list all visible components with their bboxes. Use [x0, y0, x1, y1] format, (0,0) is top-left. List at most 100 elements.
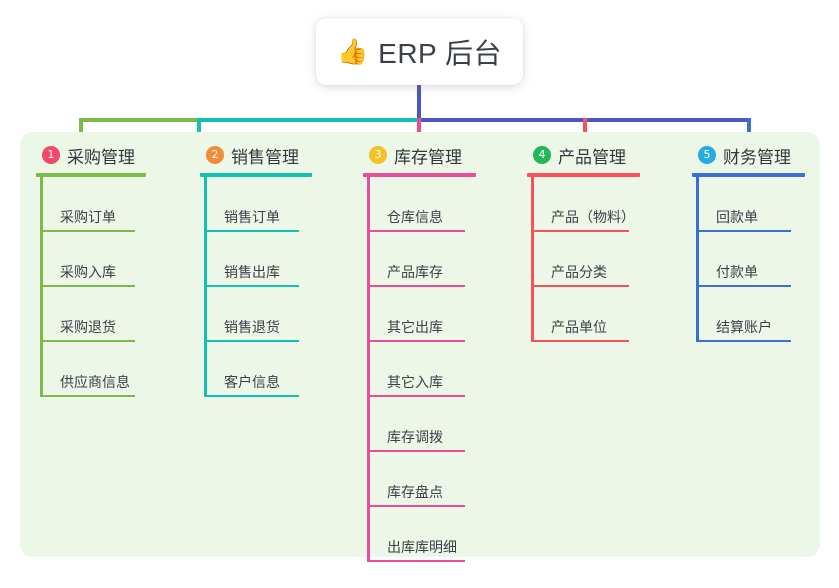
leaf-rule	[531, 285, 629, 287]
list-item[interactable]: 客户信息	[204, 342, 360, 397]
leaf-label: 库存盘点	[387, 484, 443, 500]
thumbs-up-icon: 👍	[337, 37, 369, 66]
branch-badge-4: 4	[533, 146, 551, 164]
branch-spine-1	[40, 177, 43, 397]
branch-column-product: 4 产品管理 产品（物料） 产品分类 产品单位	[527, 142, 692, 342]
branch-header-2[interactable]: 2 销售管理	[200, 142, 360, 168]
leaf-label: 结算账户	[716, 319, 772, 335]
list-item[interactable]: 销售订单	[204, 177, 360, 232]
list-item[interactable]: 采购退货	[40, 287, 196, 342]
leaf-label: 仓库信息	[387, 209, 443, 225]
leaf-label: 产品分类	[551, 264, 607, 280]
branch-leaves-4: 产品（物料） 产品分类 产品单位	[531, 177, 692, 342]
branch-header-1[interactable]: 1 采购管理	[36, 142, 196, 168]
leaf-rule	[40, 230, 135, 232]
list-item[interactable]: 产品库存	[367, 232, 528, 287]
leaf-label: 其它入库	[387, 374, 443, 390]
list-item[interactable]: 采购入库	[40, 232, 196, 287]
leaf-rule	[204, 340, 299, 342]
leaf-label: 采购入库	[60, 264, 116, 280]
leaf-label: 付款单	[716, 264, 758, 280]
branch-spine-5	[696, 177, 699, 342]
leaf-label: 回款单	[716, 209, 758, 225]
leaf-rule	[696, 230, 791, 232]
branch-title-4: 产品管理	[558, 147, 626, 167]
branch-title-5: 财务管理	[723, 147, 791, 167]
list-item[interactable]: 其它入库	[367, 342, 528, 397]
branch-badge-1: 1	[42, 146, 60, 164]
branch-leaves-3: 仓库信息 产品库存 其它出库 其它入库 库存调拨 库存盘点	[367, 177, 528, 562]
branch-badge-5: 5	[698, 146, 716, 164]
list-item[interactable]: 采购订单	[40, 177, 196, 232]
leaf-rule	[40, 285, 135, 287]
root-node[interactable]: 👍 ERP 后台	[316, 18, 523, 85]
list-item[interactable]: 仓库信息	[367, 177, 528, 232]
leaf-label: 客户信息	[224, 374, 280, 390]
branch-leaves-2: 销售订单 销售出库 销售退货 客户信息	[204, 177, 360, 397]
leaf-rule	[204, 285, 299, 287]
leaf-label: 供应商信息	[60, 374, 130, 390]
branch-column-purchasing: 1 采购管理 采购订单 采购入库 采购退货 供应商信息	[36, 142, 196, 397]
leaf-label: 产品单位	[551, 319, 607, 335]
leaf-rule	[696, 340, 791, 342]
list-item[interactable]: 回款单	[696, 177, 839, 232]
root-node-content: 👍 ERP 后台	[337, 32, 502, 72]
leaf-rule	[204, 230, 299, 232]
leaf-label: 销售订单	[224, 209, 280, 225]
leaf-rule	[367, 450, 465, 452]
leaf-label: 出库库明细	[387, 539, 457, 555]
branch-spine-4	[531, 177, 534, 342]
list-item[interactable]: 库存调拨	[367, 397, 528, 452]
branch-leaves-1: 采购订单 采购入库 采购退货 供应商信息	[40, 177, 196, 397]
branch-header-4[interactable]: 4 产品管理	[527, 142, 692, 168]
branch-rule-2	[200, 173, 312, 177]
list-item[interactable]: 销售出库	[204, 232, 360, 287]
list-item[interactable]: 结算账户	[696, 287, 839, 342]
branch-header-3[interactable]: 3 库存管理	[363, 142, 528, 168]
branch-title-2: 销售管理	[231, 147, 299, 167]
leaf-rule	[531, 340, 629, 342]
leaf-label: 销售出库	[224, 264, 280, 280]
list-item[interactable]: 出库库明细	[367, 507, 528, 562]
branch-spine-3	[367, 177, 370, 562]
list-item[interactable]: 销售退货	[204, 287, 360, 342]
leaf-rule	[367, 505, 465, 507]
branch-rule-3	[363, 173, 476, 177]
leaf-rule	[367, 560, 465, 562]
branch-leaves-5: 回款单 付款单 结算账户	[696, 177, 839, 342]
diagram-panel	[20, 132, 820, 557]
leaf-rule	[40, 340, 135, 342]
branch-title-3: 库存管理	[394, 147, 462, 167]
branch-column-inventory: 3 库存管理 仓库信息 产品库存 其它出库 其它入库 库存调拨	[363, 142, 528, 562]
list-item[interactable]: 产品单位	[531, 287, 692, 342]
leaf-label: 采购订单	[60, 209, 116, 225]
root-title: ERP 后台	[378, 37, 502, 69]
list-item[interactable]: 库存盘点	[367, 452, 528, 507]
leaf-label: 销售退货	[224, 319, 280, 335]
list-item[interactable]: 产品（物料）	[531, 177, 692, 232]
list-item[interactable]: 付款单	[696, 232, 839, 287]
root-stem-connector	[417, 85, 421, 118]
leaf-label: 产品（物料）	[551, 209, 635, 225]
leaf-label: 库存调拨	[387, 429, 443, 445]
leaf-rule	[367, 395, 465, 397]
leaf-rule	[367, 285, 465, 287]
branch-rule-4	[527, 173, 640, 177]
leaf-label: 产品库存	[387, 264, 443, 280]
branch-badge-2: 2	[206, 146, 224, 164]
leaf-label: 采购退货	[60, 319, 116, 335]
bus-segment-green	[79, 118, 199, 122]
branch-spine-2	[204, 177, 207, 397]
leaf-rule	[696, 285, 791, 287]
branch-column-finance: 5 财务管理 回款单 付款单 结算账户	[692, 142, 839, 342]
branch-header-5[interactable]: 5 财务管理	[692, 142, 839, 168]
list-item[interactable]: 其它出库	[367, 287, 528, 342]
leaf-label: 其它出库	[387, 319, 443, 335]
leaf-rule	[367, 230, 465, 232]
list-item[interactable]: 产品分类	[531, 232, 692, 287]
branch-rule-5	[692, 173, 805, 177]
leaf-rule	[204, 395, 299, 397]
leaf-rule	[531, 230, 629, 232]
list-item[interactable]: 供应商信息	[40, 342, 196, 397]
